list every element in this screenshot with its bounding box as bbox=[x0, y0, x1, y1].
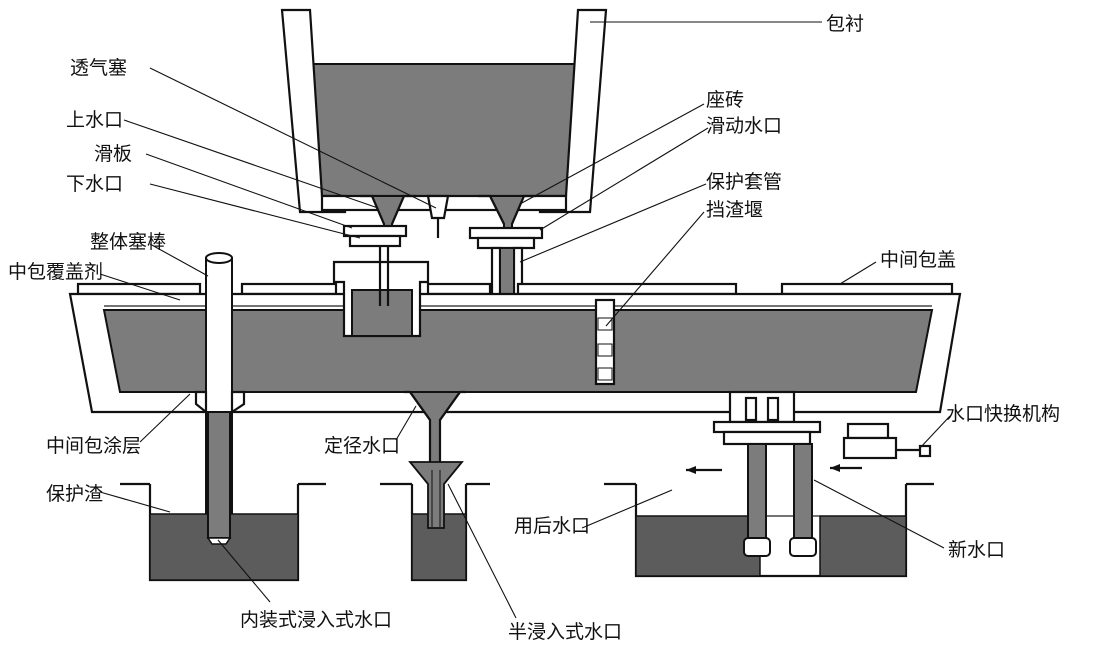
label-metering-nozzle: 定径水口 bbox=[324, 435, 400, 457]
label-new-nozzle: 新水口 bbox=[948, 539, 1005, 561]
label-slide-plate: 滑板 bbox=[94, 143, 132, 165]
leader-used-nozzle bbox=[581, 489, 673, 529]
left-tundish-nozzle-l bbox=[194, 390, 208, 415]
label-tundish-cover: 中间包盖 bbox=[880, 249, 956, 271]
mold-3-steel-l bbox=[635, 515, 761, 577]
leader-slide-plate bbox=[145, 153, 353, 229]
quick-change-mech-top bbox=[846, 422, 890, 440]
leader-porous-plug bbox=[149, 67, 437, 209]
right-slide-plate bbox=[468, 226, 544, 240]
left-lower-nozzle bbox=[348, 234, 402, 248]
leader-tundish-cover bbox=[839, 261, 877, 285]
tundish-molten-steel bbox=[102, 309, 934, 393]
tundish-cover-2 bbox=[240, 282, 338, 296]
tundish-cover-4 bbox=[516, 282, 738, 296]
stopper-rod-top bbox=[205, 252, 233, 264]
label-tundish-coating: 中间包涂层 bbox=[46, 435, 141, 457]
quick-change-mech-end bbox=[918, 444, 932, 458]
slag-dam-hole-1 bbox=[597, 317, 613, 331]
leader-seat-brick bbox=[519, 103, 705, 205]
right-upper-nozzle bbox=[478, 194, 536, 225]
left-slide-plate bbox=[342, 224, 408, 238]
semi-sen-funnel bbox=[408, 461, 464, 529]
label-internal-sen: 内装式浸入式水口 bbox=[240, 609, 392, 631]
label-seat-brick: 座砖 bbox=[706, 89, 744, 111]
label-lower-nozzle: 下水口 bbox=[66, 173, 123, 195]
quick-change-slot-r bbox=[766, 396, 780, 422]
label-upper-nozzle: 上水口 bbox=[66, 109, 123, 131]
leader-tundish-coating bbox=[139, 393, 191, 443]
label-ladle-lining: 包衬 bbox=[826, 13, 864, 35]
slag-dam-hole-2 bbox=[597, 343, 613, 357]
arrow-head-2 bbox=[830, 464, 840, 472]
tundish-cover-1 bbox=[76, 282, 202, 296]
leader-quick-change bbox=[919, 415, 951, 449]
label-semi-sen: 半浸入式水口 bbox=[508, 621, 622, 643]
tundish-cover-3 bbox=[426, 282, 492, 296]
new-nozzle-tip bbox=[789, 537, 817, 557]
leader-cover-agent bbox=[99, 273, 181, 301]
slag-dam-hole-3 bbox=[597, 367, 613, 381]
porous-plug-shape bbox=[426, 194, 450, 220]
labels: 包衬 透气塞 上水口 滑板 下水口 座砖 滑动水口 保护套管 挡渣堰 整体塞棒 … bbox=[8, 13, 1060, 643]
new-nozzle bbox=[793, 443, 813, 551]
leader-mold-powder bbox=[99, 491, 171, 513]
leader-new-nozzle bbox=[813, 479, 945, 549]
ladle-molten-steel bbox=[310, 63, 578, 199]
right-lower-nozzle bbox=[476, 236, 536, 250]
leader-stopper-rod bbox=[149, 243, 209, 277]
label-stopper-rod: 整体塞棒 bbox=[90, 231, 166, 253]
label-used-nozzle: 用后水口 bbox=[514, 515, 590, 537]
leader-slag-dam bbox=[605, 211, 705, 327]
quick-change-upper bbox=[728, 390, 796, 424]
tundish-cover-5 bbox=[780, 282, 954, 296]
leader-upper-nozzle bbox=[123, 119, 379, 209]
mold-3-steel-r bbox=[819, 515, 907, 577]
label-mold-powder: 保护渣 bbox=[46, 483, 103, 505]
internal-sen-steel bbox=[207, 411, 231, 539]
molds bbox=[120, 411, 934, 582]
label-quick-change: 水口快换机构 bbox=[946, 403, 1060, 425]
quick-change-plate-2 bbox=[722, 430, 812, 446]
quick-change-plate bbox=[712, 420, 822, 434]
leader-shroud bbox=[519, 183, 707, 263]
label-shroud: 保护套管 bbox=[706, 171, 782, 193]
leader-semi-sen bbox=[447, 483, 517, 619]
tundish bbox=[68, 246, 962, 541]
label-sliding-nozzle: 滑动水口 bbox=[706, 115, 782, 137]
leader-internal-sen bbox=[217, 539, 271, 603]
leader-lower-nozzle bbox=[149, 183, 361, 239]
quick-change-slot-l bbox=[744, 396, 758, 422]
left-tundish-nozzle-r bbox=[230, 390, 246, 415]
quick-change-mech-body bbox=[842, 436, 898, 460]
metering-nozzle-walls bbox=[404, 390, 466, 470]
label-tundish-cover-agent: 中包覆盖剂 bbox=[8, 261, 103, 283]
label-porous-plug: 透气塞 bbox=[70, 57, 127, 79]
label-slag-dam: 挡渣堰 bbox=[706, 199, 763, 221]
used-nozzle bbox=[747, 443, 767, 551]
stopper-housing-steel bbox=[351, 289, 413, 337]
used-nozzle-tip bbox=[743, 537, 771, 557]
leader-sliding-nozzle bbox=[539, 127, 709, 231]
leader-metering-nozzle bbox=[395, 405, 417, 441]
leader-lines bbox=[99, 21, 951, 619]
ladle bbox=[280, 8, 608, 322]
arrow-head-1 bbox=[686, 466, 696, 474]
